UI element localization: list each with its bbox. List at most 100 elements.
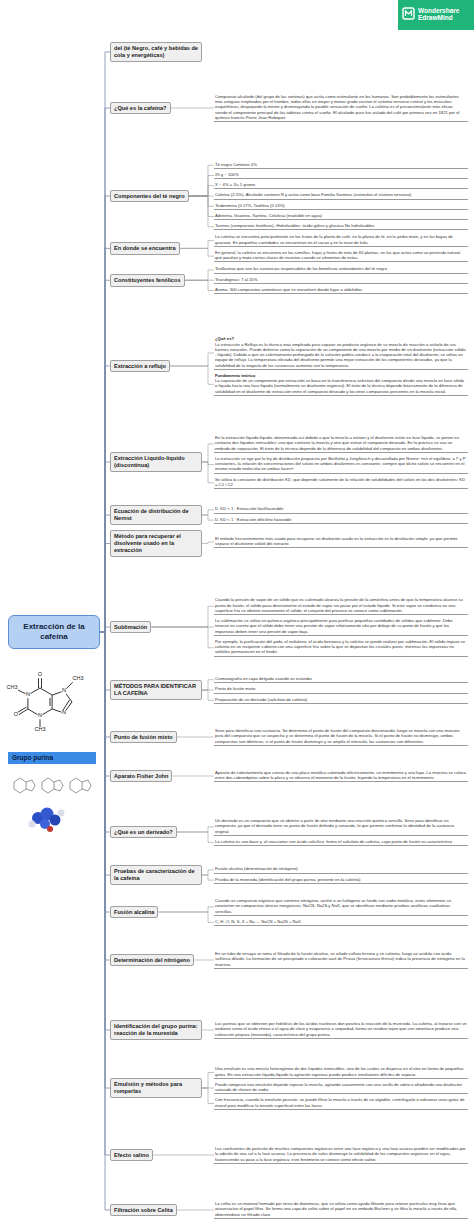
topic-text: Extracción a reflujo bbox=[114, 363, 166, 370]
topic-text: La extracción a Reflujo es la técnica má… bbox=[215, 342, 467, 368]
topic-text: Ecuación de distribución de Nernst bbox=[114, 508, 198, 522]
molecule-model bbox=[29, 808, 65, 833]
subtopic: Con frecuencia, cuando la emulsión persi… bbox=[214, 1097, 468, 1110]
subtopic: Fundamento teóricoLa separación de un co… bbox=[214, 373, 468, 396]
topic-text: Efecto salino bbox=[114, 1152, 149, 1159]
sub-branch-line bbox=[189, 196, 214, 227]
topic-text: Adeteína, Guanina, Xantina, Celulosa (in… bbox=[215, 213, 467, 218]
subtopic: Adeteína, Guanina, Xantina, Celulosa (in… bbox=[214, 213, 468, 220]
topic-text: Aroma: 300 compuestos aromáticos que se … bbox=[215, 287, 467, 292]
subtopic: Tearubiginas: 7 al 20% bbox=[214, 277, 468, 284]
main-branch-line bbox=[100, 196, 110, 632]
main-branch-line bbox=[100, 515, 110, 632]
topic-text: Aparato de calentamiento que consta de u… bbox=[215, 770, 467, 781]
topic-text: Un derivado es un compuesto que se obtie… bbox=[215, 818, 467, 834]
topic-text: X ~ 4% = X= 1 gramo bbox=[215, 182, 467, 187]
sub-branch-line bbox=[153, 1154, 214, 1155]
main-branch-line bbox=[100, 543, 110, 632]
atom-label: CH3 bbox=[34, 727, 46, 733]
sub-branch-line bbox=[189, 176, 214, 196]
subtopic: Punto de fusión mixto bbox=[214, 686, 468, 693]
sub-branch-line bbox=[177, 1209, 214, 1210]
topic-text: Sublimación bbox=[114, 624, 147, 631]
subtopic: C, H, O, N, S, X + Na → NaCN + Na2S + Na… bbox=[214, 919, 468, 926]
main-branch-line bbox=[100, 462, 110, 632]
main-topic: Punto de fusión mixto bbox=[110, 731, 177, 744]
atom-label: N bbox=[38, 713, 43, 719]
topic-text: Identificación del grupo purina: reacció… bbox=[114, 1023, 198, 1037]
topic-text: La cafeína se encuentra principalmente e… bbox=[215, 234, 467, 245]
topic-text: La extracción se rige por la ley de dist… bbox=[215, 456, 467, 472]
topic-heading: Fundamento teórico bbox=[215, 373, 467, 378]
subtopic: D. KD > 1 : Extracción fácil/favorable bbox=[214, 506, 468, 513]
sub-branch-line bbox=[202, 680, 214, 690]
sub-branch-line bbox=[185, 280, 214, 290]
topic-text: En donde se encuentra bbox=[114, 245, 176, 252]
topic-text: Punto de fusión mixto bbox=[215, 686, 467, 691]
topic-text: C, H, O, N, S, X + Na → NaCN + Na2S + Na… bbox=[215, 919, 467, 924]
main-branch-line bbox=[100, 280, 110, 632]
subtopic: D. KD < 1 : Extracción difícil/no favora… bbox=[214, 517, 468, 524]
sub-branch-line bbox=[177, 736, 214, 737]
topic-text: Aparato Fisher John bbox=[114, 773, 168, 780]
atom-label: N bbox=[25, 692, 30, 698]
main-topic: Fusión alcalina bbox=[110, 906, 158, 919]
subtopic: X ~ 4% = X= 1 gramo bbox=[214, 182, 468, 189]
sub-branch-line bbox=[202, 1073, 214, 1089]
main-topic: Sublimación bbox=[110, 621, 151, 634]
topic-text: Se utiliza la constante de distribución … bbox=[215, 477, 467, 488]
atom-label: CH3 bbox=[6, 685, 18, 691]
main-branch-line bbox=[100, 632, 110, 1210]
topic-text: D. KD < 1 : Extracción difícil/no favora… bbox=[215, 517, 467, 522]
sub-branch-line bbox=[189, 165, 214, 196]
topic-text: D. KD > 1 : Extracción fácil/favorable bbox=[215, 506, 467, 511]
topic-text: Té negro Contiene 4% bbox=[215, 162, 467, 167]
sub-branch-line bbox=[180, 241, 214, 249]
topic-text: Teaflavinas que son las sustancias respo… bbox=[215, 266, 467, 271]
main-topic: Extracción a reflujo bbox=[110, 360, 170, 373]
main-topic: Aparato Fisher John bbox=[110, 770, 172, 783]
sub-branch-line bbox=[158, 907, 214, 912]
subtopic: El método frecuentemente más usado para … bbox=[214, 536, 468, 549]
topic-text: del (té Negro, café y bebidas de cola y … bbox=[114, 45, 198, 59]
subtopic: Teobromina (0.17%, Teofilina (0.13%) bbox=[214, 203, 468, 210]
subtopic: ¿Qué es?La extracción a Reflujo es la té… bbox=[214, 336, 468, 370]
subtopic: Preparación de un derivado (salicilato d… bbox=[214, 697, 468, 704]
topic-text: Puede romperse una emulsión dejando repo… bbox=[215, 1082, 467, 1093]
topic-text: Por ejemplo, la purificación del yodo, e… bbox=[215, 639, 467, 655]
main-branch-line bbox=[100, 108, 110, 632]
atom-label: N bbox=[62, 710, 67, 716]
subtopic: 25 g ~ 100% bbox=[214, 172, 468, 179]
main-topic: Determinación del nitrógeno bbox=[110, 954, 194, 967]
purine-sketches bbox=[14, 778, 91, 793]
topic-text: En la extracción líquido-líquido, denomi… bbox=[215, 435, 467, 451]
main-topic: ¿Qué es la cafeína? bbox=[110, 102, 171, 115]
main-topic: Filtración sobre Celita bbox=[110, 1204, 177, 1217]
sub-branch-line bbox=[180, 248, 214, 256]
sub-branch-line bbox=[202, 444, 214, 462]
topic-text: Cuando un compuesto orgánico que contien… bbox=[215, 898, 467, 914]
subtopic: En la extracción líquido-líquido, denomi… bbox=[214, 435, 468, 453]
sub-branch-line bbox=[151, 606, 214, 627]
topic-text: La sublimación se utiliza en química org… bbox=[215, 618, 467, 634]
topic-text: Cuando la presión de vapor de un sólido … bbox=[215, 597, 467, 613]
subtopic: Cuando la presión de vapor de un sólido … bbox=[214, 597, 468, 615]
topic-text: Cromatografía en capa delgada usando un … bbox=[215, 676, 467, 681]
sub-branch-line bbox=[202, 1030, 214, 1031]
sub-branch-line bbox=[202, 875, 214, 880]
subtopic: Té negro Contiene 4% bbox=[214, 162, 468, 169]
topic-text: Fusión alcalina (determinación de nitróg… bbox=[215, 866, 467, 871]
main-topic: MÉTODOS PARA IDENTIFICAR LA CAFEÍNA bbox=[110, 680, 202, 700]
subtopic: Teaflavinas que son las sustancias respo… bbox=[214, 266, 468, 273]
subtopic: La extracción se rige por la ley de dist… bbox=[214, 456, 468, 474]
topic-text: En un tubo de ensayo se toma el filtrado… bbox=[215, 951, 467, 967]
topic-text: Sirve para identificar una sustancia. Se… bbox=[215, 728, 467, 744]
topic-text: Prueba de la murexida (identificación de… bbox=[215, 877, 467, 882]
sub-branch-line bbox=[170, 353, 214, 366]
topic-text: Extracción Liquido-liquido (discontinua) bbox=[114, 455, 198, 469]
topic-text: Con frecuencia, cuando la emulsión persi… bbox=[215, 1097, 467, 1108]
watermark-badge bbox=[398, 0, 474, 30]
subtopic: Fusión alcalina (determinación de nitróg… bbox=[214, 866, 468, 873]
sub-branch-line bbox=[185, 270, 214, 280]
topic-text: La cafeína es una base y, al reaccionar … bbox=[215, 839, 467, 844]
